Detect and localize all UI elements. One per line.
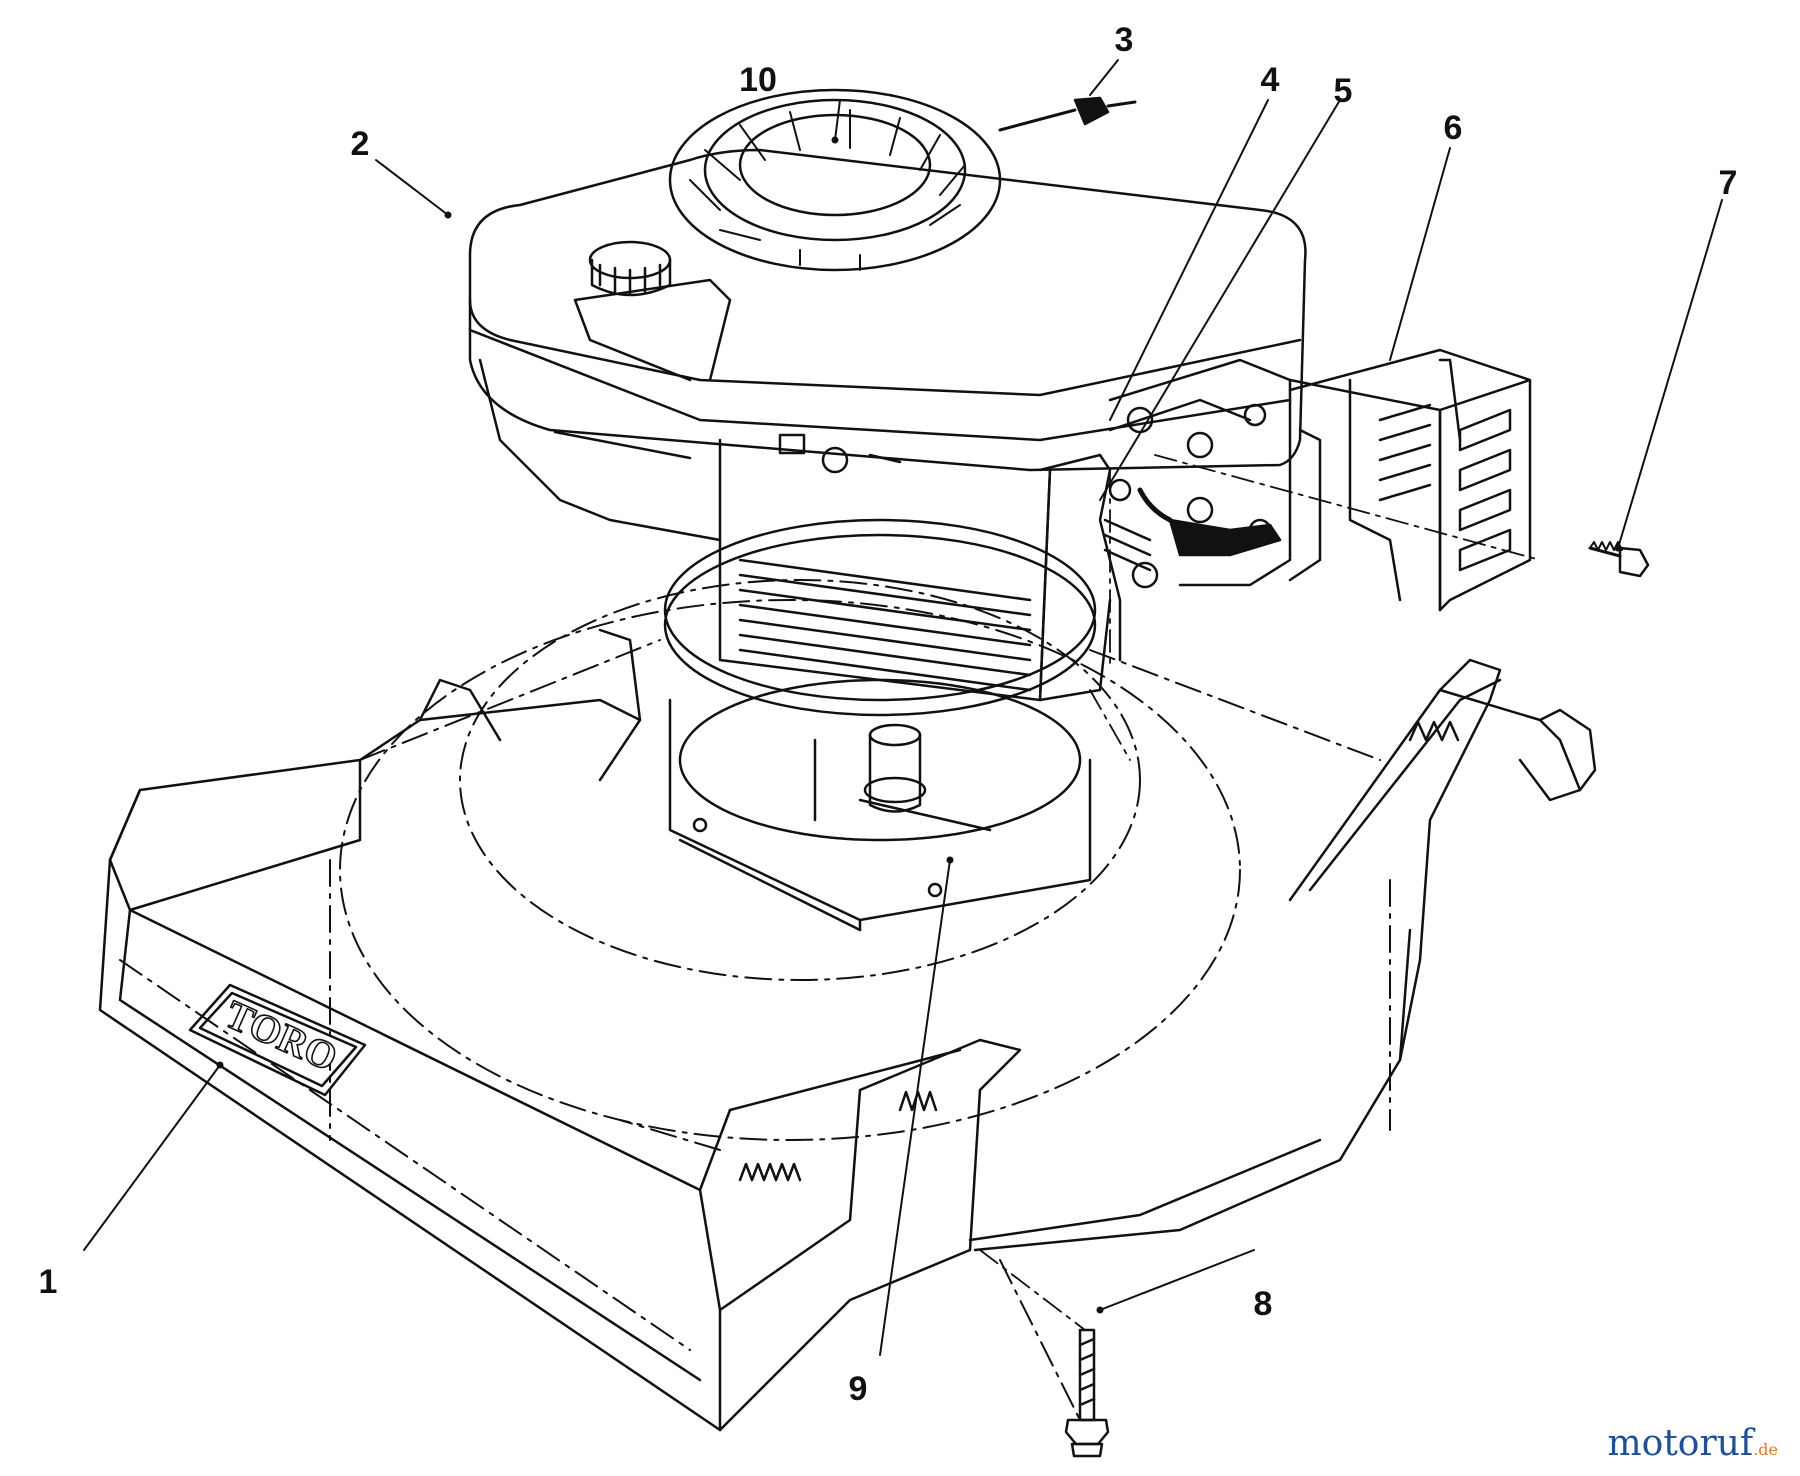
engine-mount-ring — [663, 518, 1097, 932]
watermark-tld: .de — [1753, 1440, 1778, 1459]
deck-bolt — [1064, 1328, 1110, 1458]
muffler-guard — [1288, 348, 1532, 612]
callout-4: 4 — [1260, 61, 1280, 99]
toro-logo-plate: TORO — [188, 983, 367, 1097]
engine — [468, 88, 1322, 702]
callout-5: 5 — [1333, 72, 1353, 110]
leader-lines — [83, 59, 1723, 1356]
callout-10: 10 — [739, 61, 777, 99]
callout-9: 9 — [848, 1370, 868, 1408]
mower-deck: TORO — [98, 579, 1597, 1432]
watermark-brand: motoruf — [1607, 1423, 1754, 1464]
watermark-logo: motoruf.de — [1608, 1426, 1778, 1462]
callout-2: 2 — [350, 125, 370, 163]
callout-1: 1 — [38, 1263, 58, 1301]
callout-6: 6 — [1443, 109, 1463, 147]
callout-8: 8 — [1253, 1285, 1273, 1323]
assembly-guide-lines — [979, 454, 1541, 1331]
guard-screw — [1588, 541, 1650, 578]
callout-3: 3 — [1114, 21, 1134, 59]
callout-7: 7 — [1718, 164, 1738, 202]
throttle-cable — [998, 96, 1137, 132]
